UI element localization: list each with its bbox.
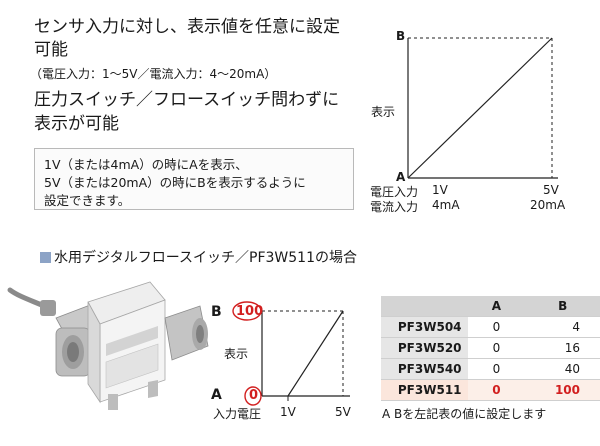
table-row: PF3W540 0 40: [381, 358, 600, 380]
table-header-row: A B: [381, 296, 600, 317]
graph2-point-a: A: [211, 387, 222, 403]
graph2-point-b-value: 100: [236, 304, 264, 319]
table-row-highlighted: PF3W511 0 100: [381, 379, 600, 401]
graph2-y-label: 表示: [224, 347, 249, 361]
table-cell-model: PF3W520: [381, 337, 468, 359]
table-cell-a: 0: [467, 358, 526, 380]
graph1-x-row1-end: 5V: [543, 183, 559, 197]
graph2-x-label: 入力電圧: [213, 407, 262, 421]
graph1-point-b: B: [396, 29, 406, 43]
graph1-x-row1-start: 1V: [432, 183, 448, 197]
section-title: 水用デジタルフロースイッチ／PF3W511の場合: [40, 247, 357, 267]
table-cell-model: PF3W504: [381, 316, 468, 338]
table-note: A Bを左記表の値に設定します: [382, 407, 547, 421]
graph1-point-a: A: [396, 170, 406, 184]
table-row: PF3W520 0 16: [381, 337, 600, 359]
table-cell-b: 40: [525, 358, 600, 380]
graph1-line: [407, 37, 553, 179]
table-cell-a: 0: [467, 337, 526, 359]
heading2-line-1: 圧力スイッチ／フロースイッチ問わずに: [34, 90, 340, 110]
section-title-text: 水用デジタルフロースイッチ／PF3W511の場合: [54, 250, 357, 266]
table-row: PF3W504 0 4: [381, 316, 600, 338]
table-header-a: A: [467, 296, 526, 317]
description-line-3: 設定できます。: [44, 193, 131, 208]
voltage-current-note: （電圧入力：1〜5V／電流入力：4〜20mA）: [30, 67, 277, 81]
table-cell-a: 0: [467, 316, 526, 338]
flow-switch-image: [7, 281, 209, 410]
table-cell-b: 100: [525, 379, 600, 401]
section-square-icon: [40, 252, 51, 263]
heading2-line-2: 表示が可能: [34, 114, 119, 134]
table-cell-b: 16: [525, 337, 600, 359]
model-table: A B PF3W504 0 4 PF3W520 0 16 PF3W540 0 4…: [381, 296, 600, 401]
table-header-model: [381, 296, 468, 317]
table-cell-model: PF3W511: [381, 379, 468, 401]
table-cell-a: 0: [467, 379, 526, 401]
graph2-point-a-value: 0: [249, 388, 259, 403]
graph1-x-row1-label: 電圧入力: [370, 185, 419, 199]
graph2-x-end: 5V: [335, 405, 351, 419]
graph1-y-label: 表示: [371, 105, 396, 119]
description-box: 1V（または4mA）の時にAを表示、 5V（または20mA）の時にBを表示するよ…: [34, 148, 354, 210]
table-header-b: B: [525, 296, 600, 317]
graph1-x-row2-end: 20mA: [530, 198, 566, 212]
graph2-x-start: 1V: [280, 405, 296, 419]
description-line-2: 5V（または20mA）の時にBを表示するように: [44, 175, 306, 190]
graph1-x-row2-start: 4mA: [432, 198, 460, 212]
graph1-x-row2-label: 電流入力: [370, 200, 419, 214]
heading-line-2: 可能: [34, 40, 68, 60]
graph2-point-b: B: [211, 304, 222, 320]
graph2-b-value-ring: [232, 301, 262, 321]
graph2-a-value-ring: [244, 386, 262, 406]
table-cell-b: 4: [525, 316, 600, 338]
table-cell-model: PF3W540: [381, 358, 468, 380]
heading-line-1: センサ入力に対し、表示値を任意に設定: [34, 17, 340, 37]
description-line-1: 1V（または4mA）の時にAを表示、: [44, 157, 248, 172]
graph2-line: [287, 310, 344, 397]
